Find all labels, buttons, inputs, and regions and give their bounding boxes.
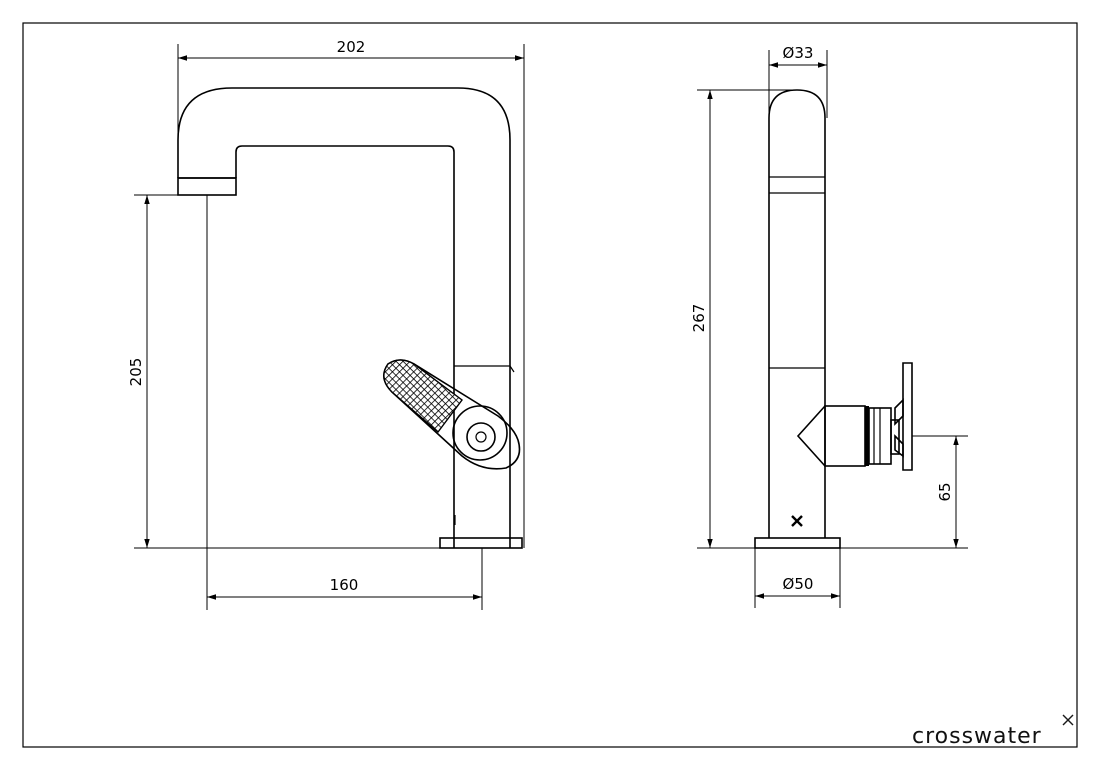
dimension-body-diameter: Ø33 <box>768 44 828 118</box>
logo-x-icon <box>1062 714 1074 726</box>
drawing-border <box>22 22 1078 748</box>
dimension-label-202: 202 <box>337 38 366 56</box>
body-column <box>768 89 826 538</box>
base-plate <box>439 537 523 549</box>
dimension-label-65: 65 <box>936 482 954 501</box>
lever-handle <box>383 359 521 470</box>
spout-inner-outline <box>235 145 455 548</box>
cross-mark <box>791 515 803 527</box>
dimension-center-distance: 160 <box>206 195 483 610</box>
crosswater-logo: crosswater <box>912 714 1074 749</box>
dimension-label-205: 205 <box>127 358 145 387</box>
spout-outlet <box>177 177 237 196</box>
dimension-label-d33: Ø33 <box>783 44 814 62</box>
side-view: Ø33 267 Ø50 65 <box>690 44 968 608</box>
dimension-label-160: 160 <box>330 576 359 594</box>
spout-outline <box>177 87 511 548</box>
dimension-base-diameter: Ø50 <box>754 548 841 608</box>
dimension-handle-height: 65 <box>840 435 968 549</box>
brand-name: crosswater <box>912 724 1042 749</box>
dimension-overall-height: 267 <box>690 89 797 549</box>
dimension-spout-height: 205 <box>127 194 440 549</box>
dimension-spout-reach: 202 <box>177 38 525 548</box>
dimension-label-d50: Ø50 <box>783 575 814 593</box>
side-base-plate <box>754 537 841 549</box>
dimension-label-267: 267 <box>690 304 708 333</box>
side-handle <box>796 362 913 471</box>
front-view: 202 205 160 <box>127 38 525 610</box>
